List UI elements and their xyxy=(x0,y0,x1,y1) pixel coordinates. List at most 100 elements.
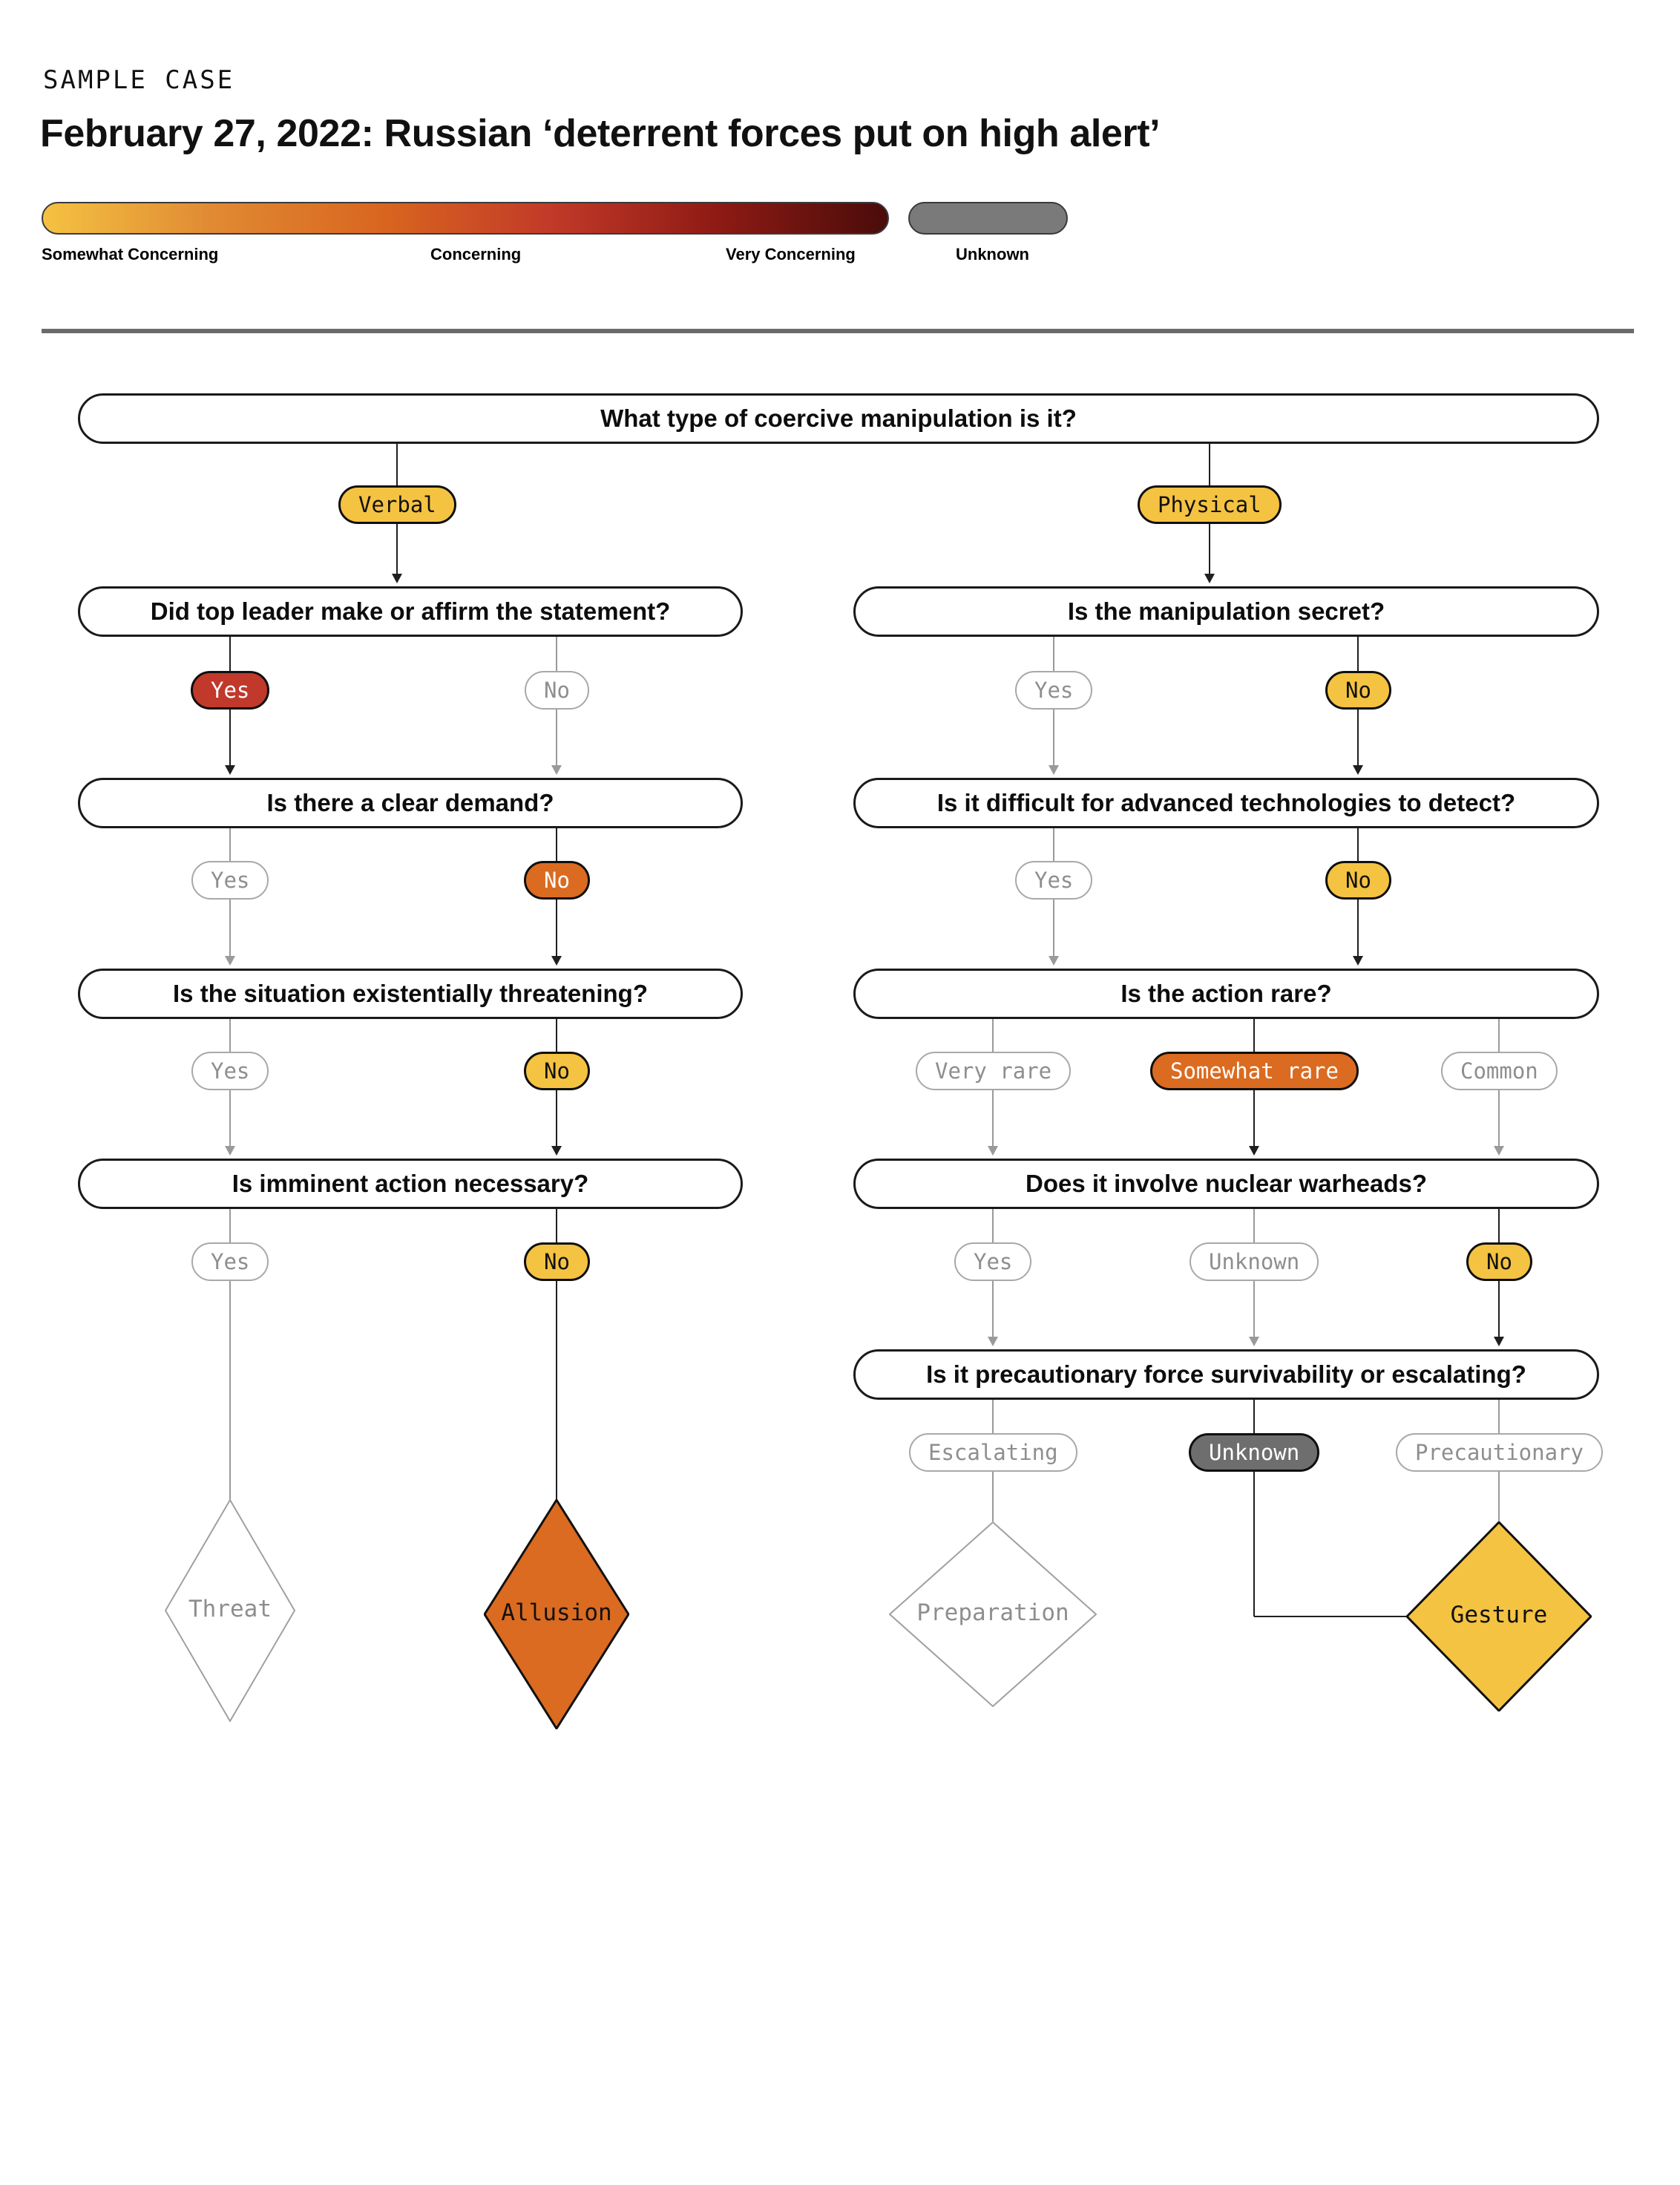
question-right-1: Is it difficult for advanced technologie… xyxy=(853,778,1599,828)
arrow-head xyxy=(1353,956,1363,966)
option-right-1-yes[interactable]: Yes xyxy=(1015,861,1093,900)
legend-label-unknown: Unknown xyxy=(956,245,1029,263)
pill-label: No xyxy=(544,1249,570,1274)
option-right-1-no[interactable]: No xyxy=(1325,861,1391,900)
legend-label-concerning: Concerning xyxy=(430,245,522,263)
connector-line xyxy=(229,828,231,861)
connector-line xyxy=(1357,637,1359,671)
pill-label: Escalating xyxy=(928,1440,1058,1465)
connector-line xyxy=(396,524,398,574)
outcome-preparation[interactable]: Preparation xyxy=(889,1521,1097,1707)
option-left-2-yes[interactable]: Yes xyxy=(191,1052,269,1090)
option-right-4-escalating[interactable]: Escalating xyxy=(909,1433,1077,1472)
question-text: Is it precautionary force survivability … xyxy=(926,1360,1526,1388)
arrow-head xyxy=(988,1337,998,1346)
question-left-2: Is the situation existentially threateni… xyxy=(78,969,743,1019)
option-left-3-no[interactable]: No xyxy=(524,1242,590,1281)
option-left-2-no[interactable]: No xyxy=(524,1052,590,1090)
connector-line xyxy=(556,900,557,957)
legend-gradient-bar xyxy=(42,202,889,235)
connector-line xyxy=(556,1019,557,1052)
connector-line xyxy=(992,1281,994,1337)
arrow-head xyxy=(225,1146,235,1156)
option-left-3-yes[interactable]: Yes xyxy=(191,1242,269,1281)
option-right-3-unknown[interactable]: Unknown xyxy=(1190,1242,1319,1281)
pill-label: No xyxy=(544,678,570,703)
option-right-2-somewhat-rare[interactable]: Somewhat rare xyxy=(1150,1052,1359,1090)
connector-line xyxy=(1498,1281,1500,1337)
connector-line xyxy=(1498,1209,1500,1242)
question-text: Did top leader make or affirm the statem… xyxy=(150,597,671,625)
connector-line xyxy=(229,1281,231,1499)
option-right-3-no[interactable]: No xyxy=(1466,1242,1532,1281)
connector-line xyxy=(229,637,231,671)
pill-label: No xyxy=(544,868,570,893)
connector-line xyxy=(1253,1019,1255,1052)
connector-line xyxy=(992,1090,994,1147)
option-right-0-no[interactable]: No xyxy=(1325,671,1391,710)
connector-line xyxy=(556,1209,557,1242)
connector-line xyxy=(396,444,398,485)
connector-line xyxy=(1254,1616,1406,1617)
option-right-4-precautionary[interactable]: Precautionary xyxy=(1396,1433,1603,1472)
question-text: Is imminent action necessary? xyxy=(232,1169,589,1197)
question-root: What type of coercive manipulation is it… xyxy=(78,393,1599,444)
pill-label: No xyxy=(1486,1249,1512,1274)
arrow-head xyxy=(392,574,402,583)
option-right-2-very-rare[interactable]: Very rare xyxy=(916,1052,1072,1090)
connector-line xyxy=(1357,710,1359,766)
connector-line xyxy=(992,1019,994,1052)
arrow-head xyxy=(1494,1146,1504,1156)
option-left-1-yes[interactable]: Yes xyxy=(191,861,269,900)
question-text: What type of coercive manipulation is it… xyxy=(600,404,1077,432)
option-left-1-no[interactable]: No xyxy=(524,861,590,900)
option-right-3-yes[interactable]: Yes xyxy=(954,1242,1032,1281)
option-right-0-yes[interactable]: Yes xyxy=(1015,671,1093,710)
connector-line xyxy=(1053,710,1054,766)
pill-label: Unknown xyxy=(1209,1249,1300,1274)
connector-line xyxy=(556,637,557,671)
connector-line xyxy=(1498,1472,1500,1521)
arrow-head xyxy=(551,765,562,775)
page-title: February 27, 2022: Russian ‘deterrent fo… xyxy=(40,112,1161,155)
option-verbal[interactable]: Verbal xyxy=(338,485,456,524)
option-right-4-unknown[interactable]: Unknown xyxy=(1189,1433,1320,1472)
connector-line xyxy=(1253,1472,1255,1616)
connector-line xyxy=(556,710,557,766)
question-text: Is the action rare? xyxy=(1120,979,1332,1007)
connector-line xyxy=(1053,900,1054,957)
option-physical[interactable]: Physical xyxy=(1138,485,1282,524)
question-text: Does it involve nuclear warheads? xyxy=(1025,1169,1428,1197)
arrow-head xyxy=(1353,765,1363,775)
connector-line xyxy=(1253,1400,1255,1433)
outcome-allusion[interactable]: Allusion xyxy=(484,1499,629,1729)
question-left-1: Is there a clear demand? xyxy=(78,778,743,828)
connector-line xyxy=(1498,1090,1500,1147)
pill-label: Unknown xyxy=(1209,1440,1300,1465)
connector-line xyxy=(229,710,231,766)
option-left-0-no[interactable]: No xyxy=(525,671,589,710)
connector-line xyxy=(992,1400,994,1433)
question-text: Is it difficult for advanced technologie… xyxy=(936,788,1516,816)
connector-line xyxy=(1498,1400,1500,1433)
question-left-0: Did top leader make or affirm the statem… xyxy=(78,586,743,637)
pill-label: Precautionary xyxy=(1415,1440,1584,1465)
connector-line xyxy=(1357,900,1359,957)
connector-line xyxy=(1253,1281,1255,1337)
question-right-3: Does it involve nuclear warheads? xyxy=(853,1159,1599,1209)
arrow-head xyxy=(1049,765,1059,775)
legend-label-somewhat-concerning: Somewhat Concerning xyxy=(42,245,219,263)
connector-line xyxy=(1209,524,1210,574)
option-left-0-yes[interactable]: Yes xyxy=(191,671,270,710)
connector-line xyxy=(1253,1209,1255,1242)
legend-unknown-swatch xyxy=(908,202,1068,235)
outcome-threat[interactable]: Threat xyxy=(165,1499,295,1722)
question-text: Is there a clear demand? xyxy=(266,788,554,816)
pill-label: Yes xyxy=(211,1058,250,1084)
question-text: Is the situation existentially threateni… xyxy=(173,979,648,1007)
outcome-gesture[interactable]: Gesture xyxy=(1406,1521,1592,1711)
connector-line xyxy=(1253,1090,1255,1147)
option-right-2-common[interactable]: Common xyxy=(1441,1052,1558,1090)
arrow-head xyxy=(1494,1337,1504,1346)
pill-label: Yes xyxy=(974,1249,1013,1274)
